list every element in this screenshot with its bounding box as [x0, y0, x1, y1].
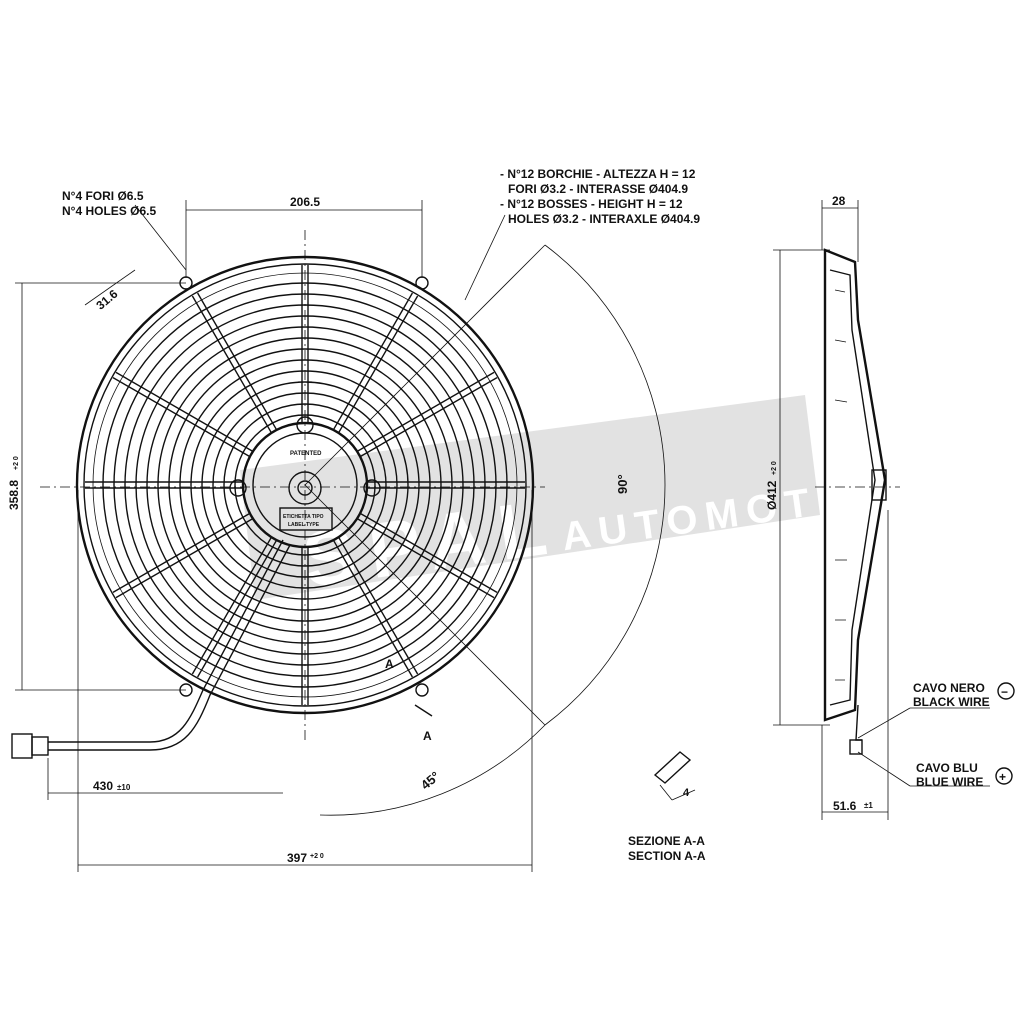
- dim-height-tol: +2 0: [13, 456, 20, 470]
- dim-hole-spacing: 206.5: [290, 195, 320, 209]
- blue-symbol: +: [999, 770, 1006, 784]
- holes-note: N°4 FORI Ø6.5 N°4 HOLES Ø6.5: [62, 189, 187, 271]
- angle-90-label: 90°: [615, 474, 630, 494]
- section-title-en: SECTION A-A: [628, 849, 706, 863]
- blue-wire-en: BLUE WIRE: [916, 775, 983, 789]
- black-wire-en: BLACK WIRE: [913, 695, 990, 709]
- grill-ring: [201, 381, 409, 589]
- section-a-marker: A: [423, 729, 432, 743]
- grill-spoke: [191, 536, 273, 675]
- grill-spoke: [359, 512, 498, 594]
- grill-spoke: [356, 517, 495, 599]
- dim-height: 358.8: [7, 480, 21, 510]
- grill-spokes: [85, 265, 525, 705]
- dim-hole-offset: 31.6: [93, 287, 120, 313]
- side-diameter-tol: +2 0: [771, 461, 778, 475]
- side-profile: [823, 248, 887, 722]
- fan-front-view: PATENTED ETICHETTA TIPO LABEL TYPE: [11, 255, 535, 759]
- grill-ring: [102, 282, 508, 688]
- bosses-note-3: - N°12 BOSSES - HEIGHT H = 12: [500, 197, 683, 211]
- grill-spoke: [112, 512, 251, 594]
- side-cable: [855, 704, 862, 741]
- motor-side: [871, 469, 887, 501]
- grill-spoke: [115, 371, 254, 453]
- bosses-note-1: - N°12 BORCHIE - ALTEZZA H = 12: [500, 167, 696, 181]
- blue-wire-it: CAVO BLU: [916, 761, 978, 775]
- dim-cable-tol: ±10: [117, 783, 131, 792]
- bosses-note-4: HOLES Ø3.2 - INTERAXLE Ø404.9: [508, 212, 700, 226]
- label-patented: PATENTED: [290, 451, 322, 457]
- section-title-it: SEZIONE A-A: [628, 834, 705, 848]
- blue-wire-label: CAVO BLU BLUE WIRE +: [857, 751, 1013, 789]
- black-wire-it: CAVO NERO: [913, 681, 985, 695]
- label-plate: [279, 507, 333, 531]
- grill-ring: [146, 326, 464, 644]
- connector: [11, 733, 33, 759]
- grill-spoke: [337, 295, 419, 434]
- holes-note-it: N°4 FORI Ø6.5: [62, 189, 144, 203]
- grill-spoke: [196, 539, 278, 678]
- dim-width-tol: +2 0: [310, 853, 324, 860]
- section-a-marker-2: A: [385, 657, 394, 671]
- grill-spoke: [191, 295, 273, 434]
- angle-45-label: 45°: [418, 768, 443, 792]
- section-dim: 4: [683, 787, 690, 799]
- side-total-tol: ±1: [864, 801, 873, 810]
- grill-ring: [168, 348, 442, 622]
- side-total-depth: 51.6: [833, 799, 857, 813]
- dim-width: 397: [287, 851, 307, 865]
- plus-symbol-icon: [995, 767, 1013, 785]
- black-wire-label: CAVO NERO BLACK WIRE −: [857, 681, 1015, 739]
- watermark: SPAL AUTOMOTIVE: [240, 395, 908, 604]
- side-connector: [849, 739, 863, 755]
- grill-spoke: [196, 292, 278, 431]
- black-symbol: −: [1001, 685, 1008, 699]
- grill-spoke: [359, 376, 498, 458]
- label-type-1: ETICHETTA TIPO: [283, 514, 324, 520]
- side-depth: 28: [832, 194, 846, 208]
- section-a-a: 4 SEZIONE A-A SECTION A-A: [628, 751, 706, 863]
- grill-spoke: [337, 536, 419, 675]
- grill-spoke: [356, 371, 495, 453]
- angle-arc-45: [319, 724, 546, 816]
- label-type-2: LABEL TYPE: [288, 522, 320, 528]
- fan-side-view: [823, 248, 887, 755]
- grill-spoke: [332, 292, 414, 431]
- motor-hub: [241, 421, 369, 549]
- cable: [48, 539, 284, 743]
- bosses-note-2: FORI Ø3.2 - INTERASSE Ø404.9: [508, 182, 688, 196]
- side-diameter: Ø412: [765, 480, 779, 510]
- angle-arc-90: [544, 244, 666, 726]
- grill-spoke: [332, 539, 414, 678]
- grill-spoke: [115, 517, 254, 599]
- grill-spoke: [112, 376, 251, 458]
- dim-cable: 430: [93, 779, 113, 793]
- bosses-note: - N°12 BORCHIE - ALTEZZA H = 12 FORI Ø3.…: [464, 167, 700, 301]
- holes-note-en: N°4 HOLES Ø6.5: [62, 204, 156, 218]
- minus-symbol-icon: [997, 682, 1015, 700]
